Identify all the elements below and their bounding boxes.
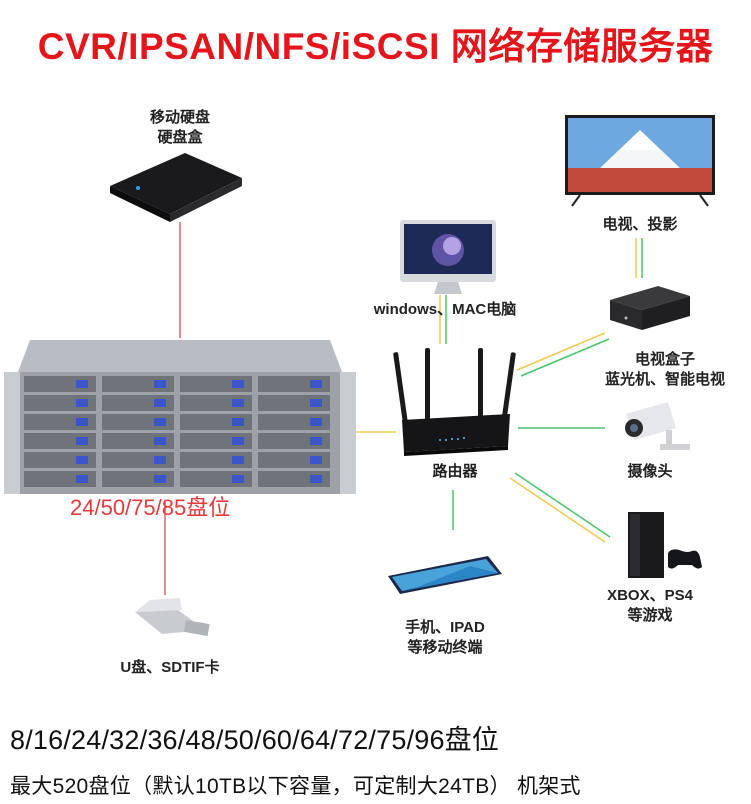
drive-bay-latch bbox=[310, 437, 322, 445]
link-router-box-b bbox=[520, 338, 610, 377]
link-router-console-b bbox=[514, 472, 611, 538]
security-camera-icon bbox=[625, 402, 690, 450]
drive-bay-latch bbox=[154, 475, 166, 483]
drive-bay-latch bbox=[76, 418, 88, 426]
rack-server-icon bbox=[4, 340, 356, 494]
camera-label: 摄像头 bbox=[627, 463, 673, 480]
tv-label: 电视、投影 bbox=[602, 216, 678, 233]
usb-label: U盘、SDTIF卡 bbox=[120, 659, 220, 676]
link-router-console-a bbox=[509, 477, 606, 543]
drive-bay-latch bbox=[76, 456, 88, 464]
smartphone-icon bbox=[388, 556, 502, 594]
server-bays-label: 24/50/75/85盘位 bbox=[70, 495, 231, 520]
phone-label-2: 等移动终端 bbox=[407, 639, 483, 656]
drive-bay-latch bbox=[310, 380, 322, 388]
tv-icon bbox=[565, 115, 715, 207]
drive-bay-latch bbox=[76, 437, 88, 445]
drive-bay-latch bbox=[154, 437, 166, 445]
router-label: 路由器 bbox=[432, 463, 478, 480]
drive-bay-latch bbox=[154, 456, 166, 464]
tvbox-label-2: 蓝光机、智能电视 bbox=[604, 371, 725, 388]
link-router-box-a bbox=[516, 332, 606, 371]
drive-bay-latch bbox=[154, 399, 166, 407]
drive-bay-latch bbox=[232, 418, 244, 426]
tv-box-icon bbox=[610, 286, 690, 330]
drive-bay-latch bbox=[232, 456, 244, 464]
drive-bay-latch bbox=[76, 399, 88, 407]
page-title: CVR/IPSAN/NFS/iSCSI 网络存储服务器 bbox=[37, 26, 714, 67]
portable-hdd-icon bbox=[110, 153, 242, 222]
pc-label: windows、MAC电脑 bbox=[373, 301, 517, 318]
drive-bay-latch bbox=[232, 399, 244, 407]
drive-bay-latch bbox=[310, 475, 322, 483]
bay-options-text: 8/16/24/32/36/48/50/60/64/72/75/96盘位 bbox=[10, 725, 500, 755]
capacity-text: 最大520盘位（默认10TB以下容量，可定制大24TB） 机架式 bbox=[10, 775, 581, 798]
imac-icon bbox=[400, 220, 496, 294]
router-icon bbox=[393, 348, 516, 456]
drive-bay-latch bbox=[154, 418, 166, 426]
drive-bay-latch bbox=[310, 456, 322, 464]
game-console-icon bbox=[628, 512, 702, 578]
drive-bay-latch bbox=[154, 380, 166, 388]
drive-bay-latch bbox=[232, 380, 244, 388]
hdd-label: 移动硬盘 硬盘盒 bbox=[149, 109, 210, 146]
phone-label-1: 手机、IPAD bbox=[405, 619, 485, 636]
drive-bay-latch bbox=[310, 399, 322, 407]
usb-drive-icon bbox=[135, 598, 210, 636]
drive-bay-latch bbox=[76, 380, 88, 388]
console-label-1: XBOX、PS4 bbox=[607, 587, 693, 604]
console-label-2: 等游戏 bbox=[627, 607, 673, 624]
tvbox-label-1: 电视盒子 bbox=[634, 351, 695, 368]
drive-bay-latch bbox=[76, 475, 88, 483]
drive-bay-latch bbox=[232, 437, 244, 445]
drive-bay-latch bbox=[232, 475, 244, 483]
drive-bay-latch bbox=[310, 418, 322, 426]
